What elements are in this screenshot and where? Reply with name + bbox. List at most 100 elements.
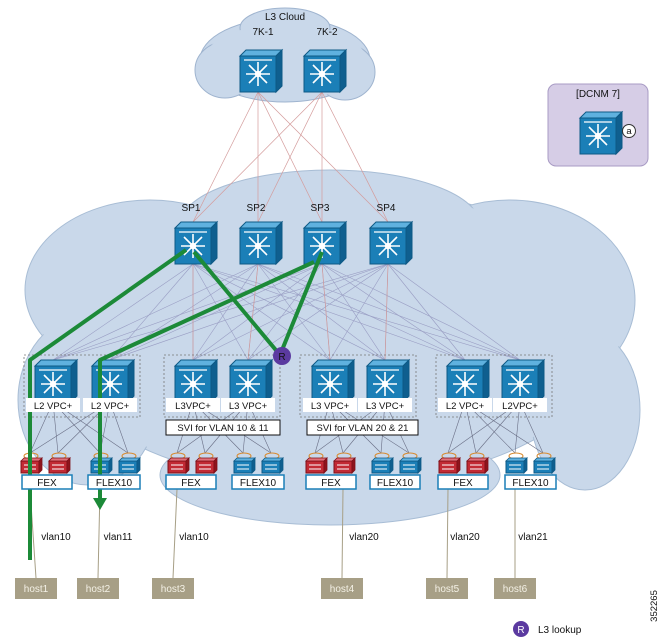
vpc-domain-box <box>299 354 417 418</box>
leaf-label: L2 VPC+ <box>91 401 130 412</box>
leaf-label-bg <box>83 398 137 412</box>
spine-leaf-link <box>192 263 386 361</box>
host-box <box>494 578 536 599</box>
svi-label-box <box>306 419 419 436</box>
spine-leaf-link <box>192 263 466 361</box>
core-link <box>321 91 389 223</box>
fex-label-box <box>437 474 489 490</box>
spine-leaf-link <box>387 263 521 361</box>
fex-label: FLEX10 <box>240 478 277 489</box>
core-label-1: 7K-1 <box>252 27 274 38</box>
host-box <box>77 578 119 599</box>
fex-label-box <box>165 474 217 490</box>
fex-icon <box>333 457 356 474</box>
spine-label: SP2 <box>247 203 266 214</box>
core-link <box>257 91 323 223</box>
leaf-label: L3VPC+ <box>175 401 211 412</box>
spine-leaf-link <box>109 263 323 361</box>
fex-label-box <box>504 474 557 490</box>
fex-label-box <box>369 474 421 490</box>
core-links <box>192 91 389 223</box>
spine-leaf-link <box>192 263 389 361</box>
leaf-label: L2 VPC+ <box>34 401 73 412</box>
legend-text: L3 lookup <box>538 625 582 636</box>
fex-icon <box>195 457 218 474</box>
host-label: host5 <box>435 584 460 595</box>
core-link <box>192 91 323 223</box>
vlan-label: vlan10 <box>179 532 209 543</box>
dcnm-badge-circle <box>622 124 636 138</box>
traffic-path-segment <box>192 250 282 357</box>
fex-icon <box>505 457 528 474</box>
fex-label-box <box>87 474 141 490</box>
spine-leaf-link <box>387 263 466 361</box>
fex-label: FLEX10 <box>512 478 549 489</box>
spine-leaf-links <box>52 263 521 361</box>
fex-icon <box>48 457 71 474</box>
spine-label: SP4 <box>377 203 396 214</box>
leaf-label: L2 VPC+ <box>446 401 485 412</box>
fex-icon <box>118 457 141 474</box>
core-switch-icon <box>303 49 347 93</box>
traffic-path-segment <box>98 260 315 498</box>
leaf-switch-icon <box>34 359 78 403</box>
core-link <box>192 91 259 223</box>
svi-label: SVI for VLAN 10 & 11 <box>177 423 268 434</box>
spine-leaf-link <box>192 263 323 361</box>
leaf-switch-icon <box>366 359 410 403</box>
fex-label-box <box>231 474 285 490</box>
spine-label: SP3 <box>311 203 330 214</box>
fex-label-box <box>305 474 357 490</box>
spine-leaf-link <box>257 263 466 361</box>
svi-label-box <box>165 419 281 436</box>
spine-switch-icon <box>239 221 283 265</box>
legend-router-letter: R <box>517 625 524 636</box>
spine-leaf-link <box>52 263 389 361</box>
host-link <box>172 488 178 579</box>
fex-icon <box>261 457 284 474</box>
host-label: host4 <box>330 584 355 595</box>
core-switch-icon <box>239 49 283 93</box>
leaf-switch-icon <box>311 359 355 403</box>
leaf-switch-icon <box>229 359 273 403</box>
fex-icon <box>371 457 394 474</box>
fex-label: FEX <box>453 478 473 489</box>
leaf-label-bg <box>303 398 357 412</box>
fex-label-box <box>21 474 73 490</box>
leaf-label: L3 VPC+ <box>229 401 268 412</box>
host-label: host2 <box>86 584 111 595</box>
cloud-title: L3 Cloud <box>265 12 305 23</box>
fex-icon <box>305 457 328 474</box>
host-box <box>152 578 194 599</box>
leaf-label: L2VPC+ <box>502 401 538 412</box>
core-label-2: 7K-2 <box>316 27 338 38</box>
leaf-switch-icon <box>501 359 545 403</box>
leaf-label: L3 VPC+ <box>366 401 405 412</box>
spine-switch-icon <box>174 221 218 265</box>
spine-leaf-link <box>52 263 194 361</box>
spine-leaf-link <box>321 263 466 361</box>
spine-leaf-link <box>329 263 389 361</box>
spine-leaf-link <box>192 263 259 361</box>
svi-label: SVI for VLAN 20 & 21 <box>317 423 409 434</box>
fex-label: FEX <box>321 478 341 489</box>
leaf-label: L3 VPC+ <box>311 401 350 412</box>
host-link <box>446 488 449 579</box>
spine-leaf-link <box>52 263 259 361</box>
fex-label: FEX <box>37 478 57 489</box>
spine-label: SP1 <box>182 203 201 214</box>
host-box <box>15 578 57 599</box>
router-letter: R <box>278 352 285 363</box>
spine-leaf-link <box>109 263 389 361</box>
host-label: host3 <box>161 584 186 595</box>
leaf-label-bg <box>26 398 80 412</box>
traffic-path-segment <box>278 251 324 356</box>
host-box <box>321 578 363 599</box>
vlan-label: vlan21 <box>518 532 548 543</box>
leaf-label-bg <box>358 398 412 412</box>
fex-label: FLEX10 <box>377 478 414 489</box>
spine-leaf-link <box>247 263 259 361</box>
vpc-domain-box <box>23 354 141 418</box>
vpc-domain-box <box>163 354 281 418</box>
